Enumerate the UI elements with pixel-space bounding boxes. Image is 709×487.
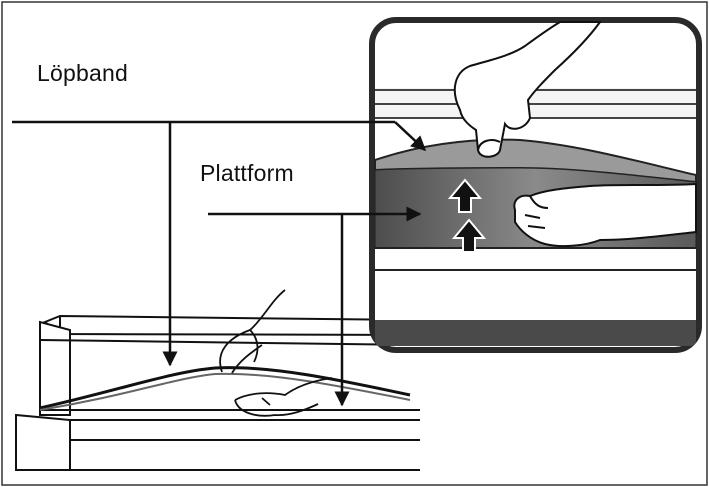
closeup-inset xyxy=(369,17,702,353)
callout-lines xyxy=(12,120,427,407)
treadmill-overview xyxy=(15,289,421,471)
arrow-up-icon xyxy=(447,178,487,253)
label-platform: Plattform xyxy=(200,160,294,186)
label-running-belt: Löpband xyxy=(37,60,128,86)
